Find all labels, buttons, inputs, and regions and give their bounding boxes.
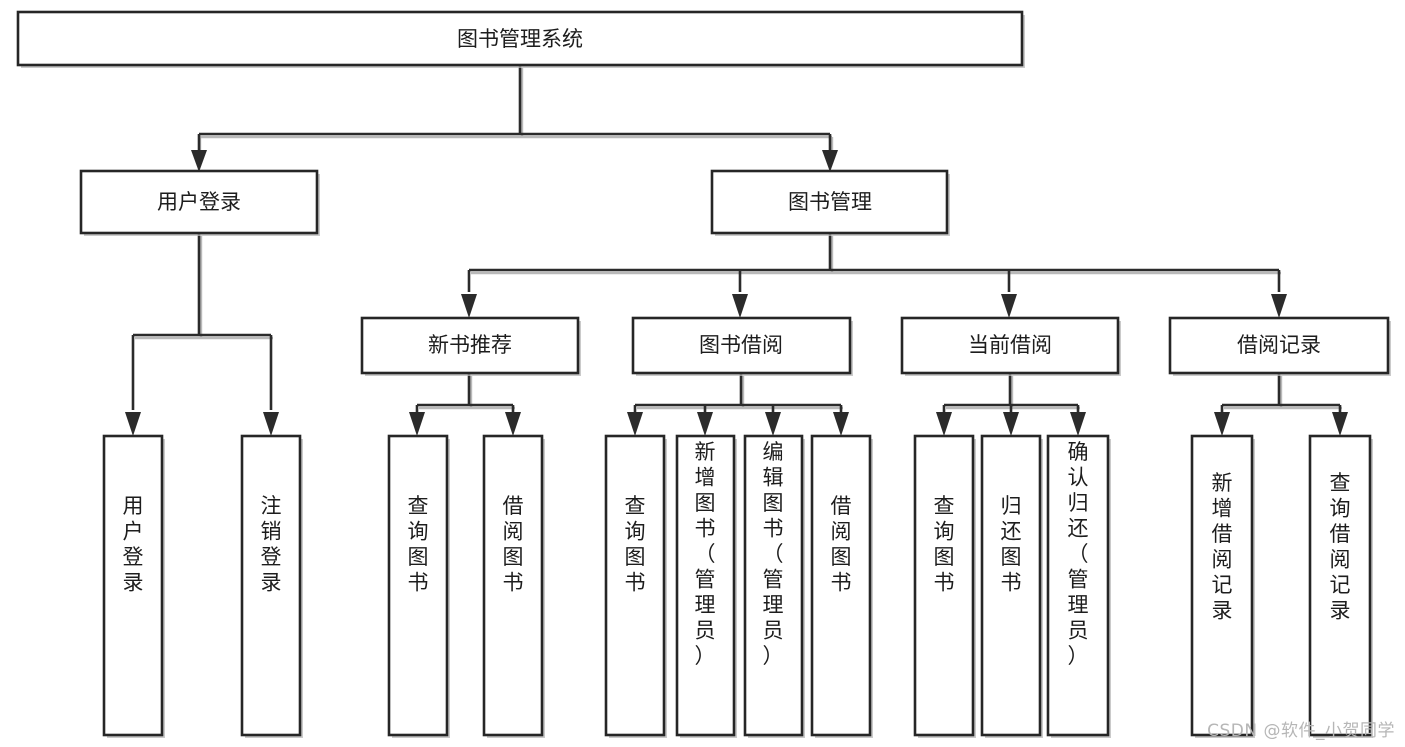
- node-label: 当前借阅: [968, 333, 1052, 357]
- node-leaf-rec-add[interactable]: 新增借阅记录: [1190, 434, 1255, 738]
- arrow-head-icon: [765, 412, 781, 436]
- arrow-head-icon: [461, 294, 477, 318]
- node-label: 新增借阅记录: [1212, 471, 1233, 623]
- arrow-head-icon: [191, 150, 207, 172]
- node-layer: 图书管理系统 用户登录 图书管理 新书推荐: [16, 10, 1391, 738]
- node-current-borrow[interactable]: 当前借阅: [900, 316, 1121, 376]
- node-book-manage[interactable]: 图书管理: [710, 169, 950, 236]
- arrow-head-icon: [936, 412, 952, 436]
- arrow-head-icon: [263, 412, 279, 436]
- arrow-head-icon: [505, 412, 521, 436]
- node-leaf-cur-query[interactable]: 查询图书: [913, 434, 976, 738]
- arrow-head-icon: [409, 412, 425, 436]
- node-label: 用户登录: [123, 494, 144, 595]
- arrow-head-icon: [822, 150, 838, 172]
- edge-userlogin-to-leaves: [125, 233, 279, 436]
- node-leaf-cur-return[interactable]: 归还图书: [980, 434, 1043, 738]
- arrow-head-icon: [1214, 412, 1230, 436]
- node-label: 借阅记录: [1237, 333, 1321, 357]
- node-label: 借阅图书: [503, 494, 524, 595]
- arrow-head-icon: [732, 294, 748, 318]
- arrow-head-icon: [1332, 412, 1348, 436]
- node-leaf-borrow-add[interactable]: 新增图书（管理员）: [675, 434, 737, 738]
- node-leaf-rec-borrow[interactable]: 借阅图书: [482, 434, 545, 738]
- arrow-head-icon: [1070, 412, 1086, 436]
- arrow-head-icon: [627, 412, 643, 436]
- node-new-book-rec[interactable]: 新书推荐: [360, 316, 581, 376]
- arrow-head-icon: [125, 412, 141, 436]
- node-label: 图书管理: [788, 190, 872, 214]
- node-book-borrow[interactable]: 图书借阅: [631, 316, 853, 376]
- node-leaf-cur-confirm[interactable]: 确认归还（管理员）: [1046, 434, 1111, 738]
- arrow-head-icon: [1003, 412, 1019, 436]
- edge-borrowrecord-to-leaves: [1214, 373, 1348, 436]
- node-label: 图书管理系统: [457, 27, 583, 51]
- node-root[interactable]: 图书管理系统: [16, 10, 1025, 68]
- arrow-head-icon: [833, 412, 849, 436]
- node-label: 查询图书: [934, 494, 955, 595]
- node-leaf-rec-query2[interactable]: 查询借阅记录: [1308, 434, 1373, 738]
- edge-newbookrec-to-leaves: [409, 373, 521, 436]
- node-label: 确认归还（管理员）: [1068, 440, 1089, 668]
- edge-bookborrow-to-leaves: [627, 373, 849, 436]
- node-leaf-user-login[interactable]: 用户登录: [102, 434, 165, 738]
- node-label: 注销登录: [261, 494, 282, 595]
- arrow-head-icon: [697, 412, 713, 436]
- node-borrow-record[interactable]: 借阅记录: [1168, 316, 1391, 376]
- node-label: 图书借阅: [699, 333, 783, 357]
- node-leaf-borrow-query[interactable]: 查询图书: [604, 434, 667, 738]
- node-leaf-borrow-edit[interactable]: 编辑图书（管理员）: [743, 434, 805, 738]
- node-user-login[interactable]: 用户登录: [79, 169, 320, 236]
- node-label: 新增图书（管理员）: [695, 440, 716, 668]
- connector-layer: [125, 65, 1348, 436]
- node-label: 查询借阅记录: [1330, 471, 1351, 623]
- node-label: 新书推荐: [428, 333, 512, 357]
- node-label: 归还图书: [1001, 494, 1022, 595]
- node-label: 借阅图书: [831, 494, 852, 595]
- edge-bookmanage-to-level3: [461, 233, 1287, 318]
- node-label: 查询图书: [408, 494, 429, 595]
- node-leaf-rec-query[interactable]: 查询图书: [387, 434, 450, 738]
- arrow-head-icon: [1271, 294, 1287, 318]
- node-label: 编辑图书（管理员）: [763, 440, 784, 668]
- node-leaf-borrow-do[interactable]: 借阅图书: [810, 434, 873, 738]
- edge-currentborrow-to-leaves: [936, 373, 1086, 436]
- edge-root-to-level2: [191, 65, 838, 172]
- node-label: 查询图书: [625, 494, 646, 595]
- arrow-head-icon: [1001, 294, 1017, 318]
- node-label: 用户登录: [157, 190, 241, 214]
- node-leaf-user-logout[interactable]: 注销登录: [240, 434, 303, 738]
- csdn-watermark: CSDN @软件_小贺同学: [1207, 721, 1395, 741]
